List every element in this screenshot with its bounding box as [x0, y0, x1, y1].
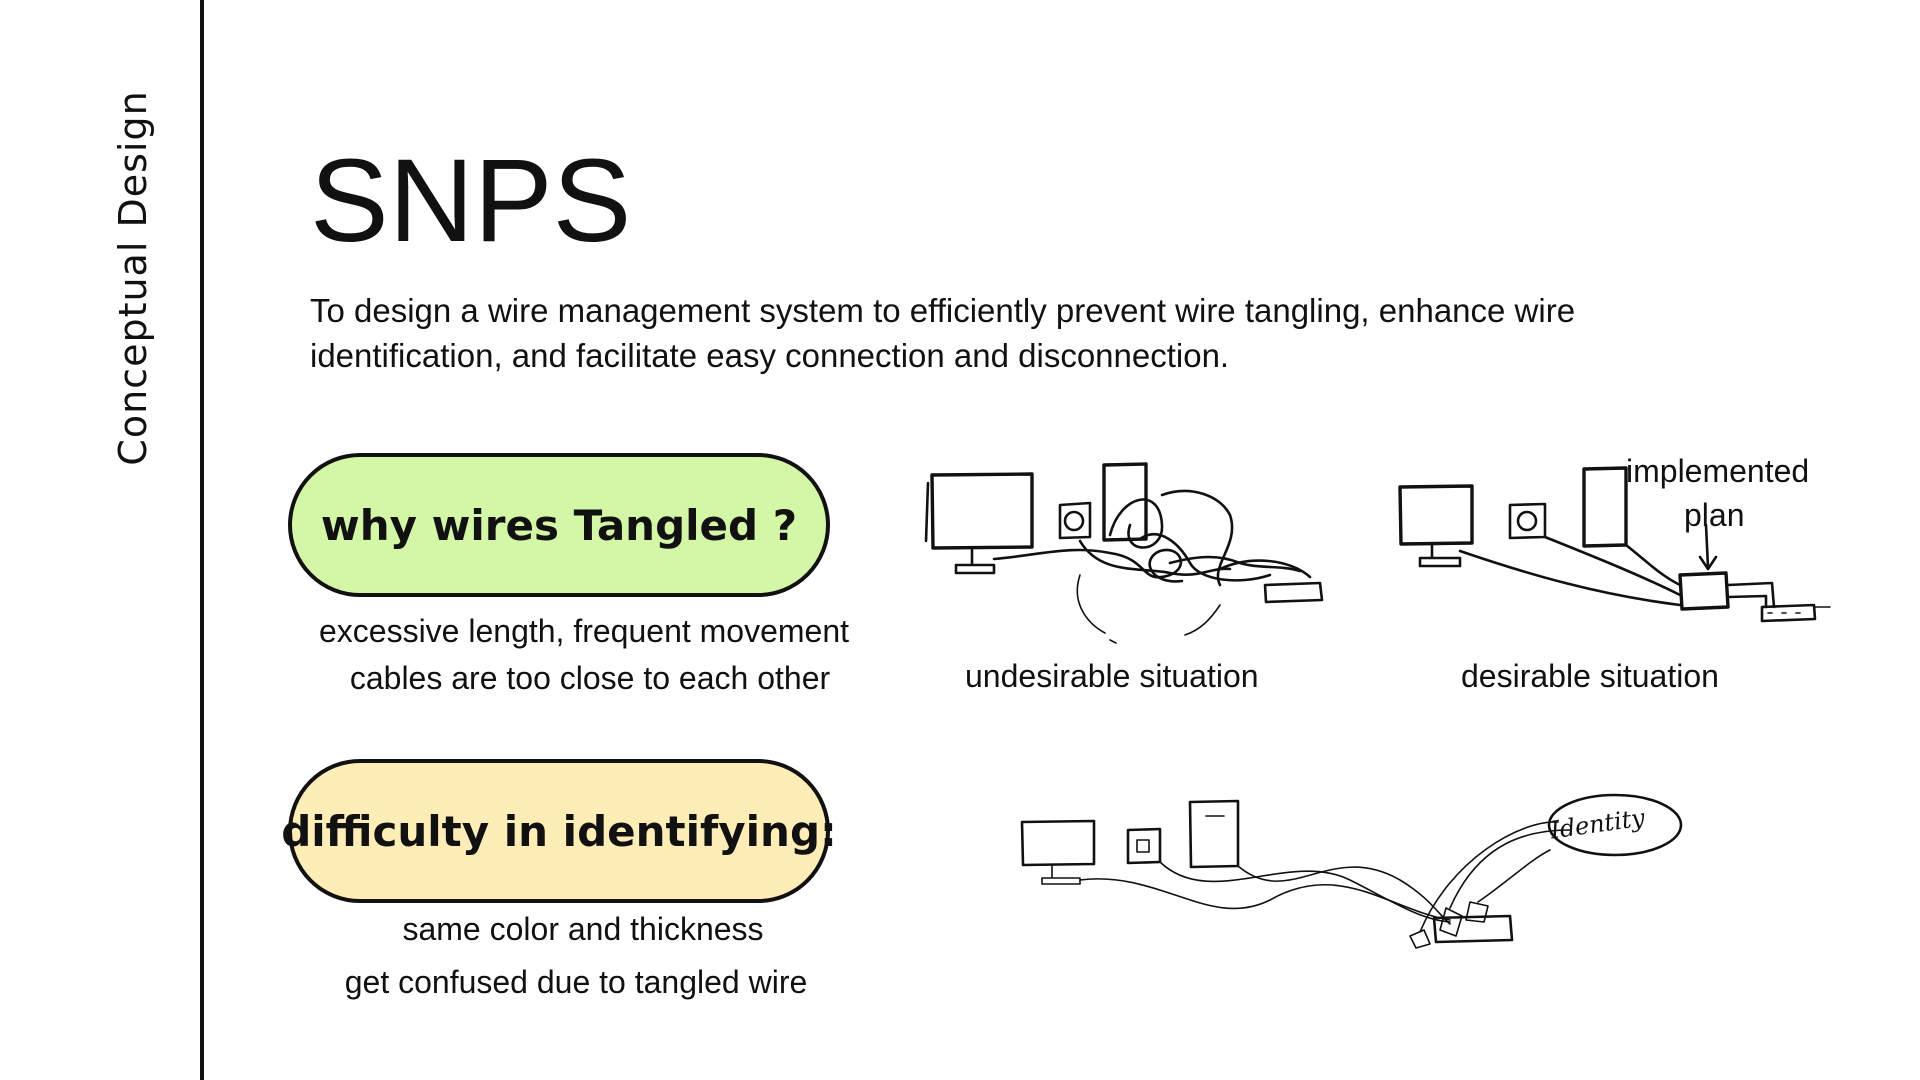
tangled-heading-text: why wires Tangled ? [320, 500, 798, 550]
identifying-heading-pill: difficulty in identifying: [281, 759, 837, 903]
project-description: To design a wire management system to ef… [310, 292, 1576, 374]
undesirable-sketch [924, 462, 1324, 644]
desirable-caption: desirable situation [1461, 658, 1719, 694]
section-label: Conceptual Design [111, 90, 155, 466]
page-title: SNPS [310, 135, 632, 267]
desirable-sketch [1398, 466, 1831, 623]
identifying-reason-1: same color and thickness [402, 911, 764, 947]
tangled-reason-1: excessive length, frequent movement [318, 613, 850, 649]
identifying-heading-text: difficulty in identifying: [281, 806, 837, 856]
tangled-heading-pill: why wires Tangled ? [288, 453, 830, 597]
identity-sketch [1020, 793, 1683, 949]
undesirable-caption: undesirable situation [965, 658, 1259, 694]
implemented-plan-line1: implemented [1626, 453, 1810, 489]
implemented-plan-line2: plan [1684, 497, 1745, 533]
identifying-reason-2: get confused due to tangled wire [344, 964, 808, 1000]
vertical-divider [200, 0, 204, 1080]
tangled-reason-2: cables are too close to each other [349, 660, 831, 696]
